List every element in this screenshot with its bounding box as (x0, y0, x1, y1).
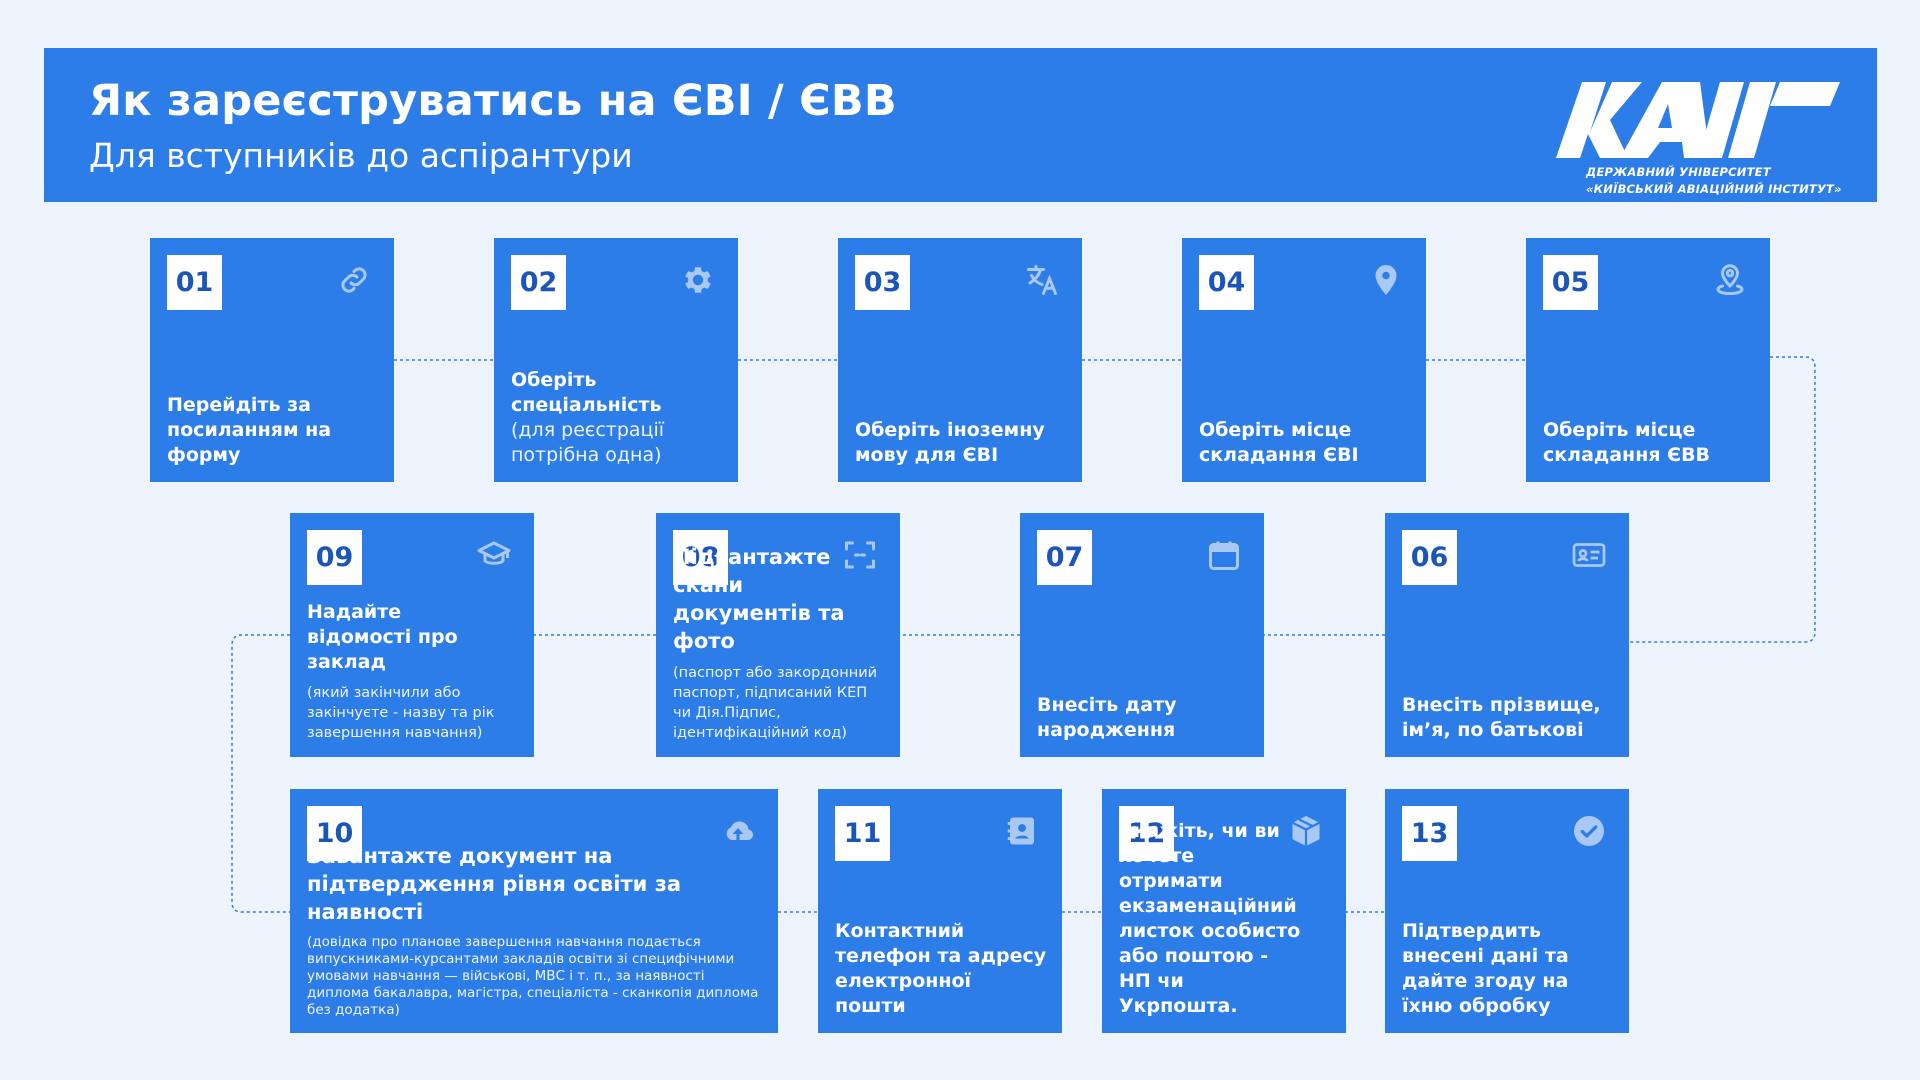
step-title: Оберіть спеціальність (511, 369, 662, 416)
step-number: 10 (307, 806, 362, 861)
step-title: Внесіть прізвище, ім’я, по батькові (1402, 694, 1601, 741)
kai-logo: ДЕРЖАВНИЙ УНІВЕРСИТЕТ «КИЇВСЬКИЙ АВІАЦІЙ… (1544, 76, 1854, 196)
logo-institute-line: «КИЇВСЬКИЙ АВІАЦІЙНИЙ ІНСТИТУТ» (1586, 182, 1842, 196)
step-card-12: 12 Вкажіть, чи ви хочете отримати екзаме… (1102, 789, 1346, 1033)
step-number: 06 (1402, 530, 1457, 585)
step-title: Оберіть іноземну мову для ЄВІ (855, 419, 1045, 466)
gear-icon (680, 262, 716, 298)
step-title: Оберіть місце складання ЄВІ (1199, 419, 1359, 466)
step-card-11: 11 Контактний телефон та адресу електрон… (818, 789, 1062, 1033)
step-card-07: 07 Внесіть дату народження (1020, 513, 1264, 757)
contact-book-icon (1004, 813, 1040, 849)
link-icon (336, 262, 372, 298)
step-card-10: 10 Завантажте документ на підтвердження … (290, 789, 778, 1033)
step-title: Внесіть дату народження (1037, 694, 1177, 741)
step-card-02: 02 Оберіть спеціальність (для реєстрації… (494, 238, 738, 482)
kai-logo-mark (1556, 82, 1840, 158)
calendar-icon (1206, 537, 1242, 573)
step-number: 07 (1037, 530, 1092, 585)
step-title: Підтвердить внесені дані та дайте згоду … (1402, 920, 1569, 1017)
step-card-04: 04 Оберіть місце складання ЄВІ (1182, 238, 1426, 482)
step-title: Оберіть місце складання ЄВВ (1543, 419, 1711, 466)
step-card-01: 01 Перейдіть за посиланням на форму (150, 238, 394, 482)
header-banner: Як зареєструватись на ЄВІ / ЄВВ Для всту… (44, 48, 1877, 202)
check-circle-icon (1571, 813, 1607, 849)
step-number: 02 (511, 255, 566, 310)
id-card-icon (1571, 537, 1607, 573)
step-number: 01 (167, 255, 222, 310)
step-number: 05 (1543, 255, 1598, 310)
step-number: 11 (835, 806, 890, 861)
translate-icon (1024, 262, 1060, 298)
step-card-13: 13 Підтвердить внесені дані та дайте зго… (1385, 789, 1629, 1033)
graduation-cap-icon (476, 537, 512, 573)
step-number: 13 (1402, 806, 1457, 861)
step-title: Підвантажте скани документів та фото (673, 545, 845, 653)
map-pin-icon (1368, 262, 1404, 298)
cloud-upload-icon (720, 813, 756, 849)
step-description: (довідка про планове завершення навчання… (307, 934, 759, 1018)
logo-university-line: ДЕРЖАВНИЙ УНІВЕРСИТЕТ (1586, 165, 1771, 179)
package-icon (1288, 813, 1324, 849)
step-card-08: 08 Підвантажте скани документів та фото … (656, 513, 900, 757)
step-title: Перейдіть за посиланням на форму (167, 394, 332, 466)
location-icon (1712, 262, 1748, 298)
step-number: 12 (1119, 806, 1174, 861)
step-description: (паспорт або закордонний паспорт, підпис… (673, 665, 878, 741)
step-card-09: 09 Надайте відомості про заклад (який за… (290, 513, 534, 757)
page-subtitle: Для вступників до аспірантури (89, 136, 633, 175)
step-title: Вкажіть, чи ви хочете отримати екзаменац… (1119, 820, 1301, 1017)
step-card-05: 05 Оберіть місце складання ЄВВ (1526, 238, 1770, 482)
page-title: Як зареєструватись на ЄВІ / ЄВВ (89, 76, 897, 126)
step-number: 04 (1199, 255, 1254, 310)
step-description: (для реєстрації потрібна одна) (511, 419, 665, 466)
step-number: 03 (855, 255, 910, 310)
step-title: Контактний телефон та адресу електронної… (835, 920, 1047, 1017)
scan-icon (842, 537, 878, 573)
step-number: 08 (673, 530, 728, 585)
step-title: Надайте відомості про заклад (307, 601, 458, 673)
step-card-06: 06 Внесіть прізвище, ім’я, по батькові (1385, 513, 1629, 757)
step-title: Завантажте документ на підтвердження рів… (307, 844, 682, 924)
step-description: (який закінчили або закінчуєте - назву т… (307, 685, 495, 741)
step-number: 09 (307, 530, 362, 585)
step-card-03: 03 Оберіть іноземну мову для ЄВІ (838, 238, 1082, 482)
